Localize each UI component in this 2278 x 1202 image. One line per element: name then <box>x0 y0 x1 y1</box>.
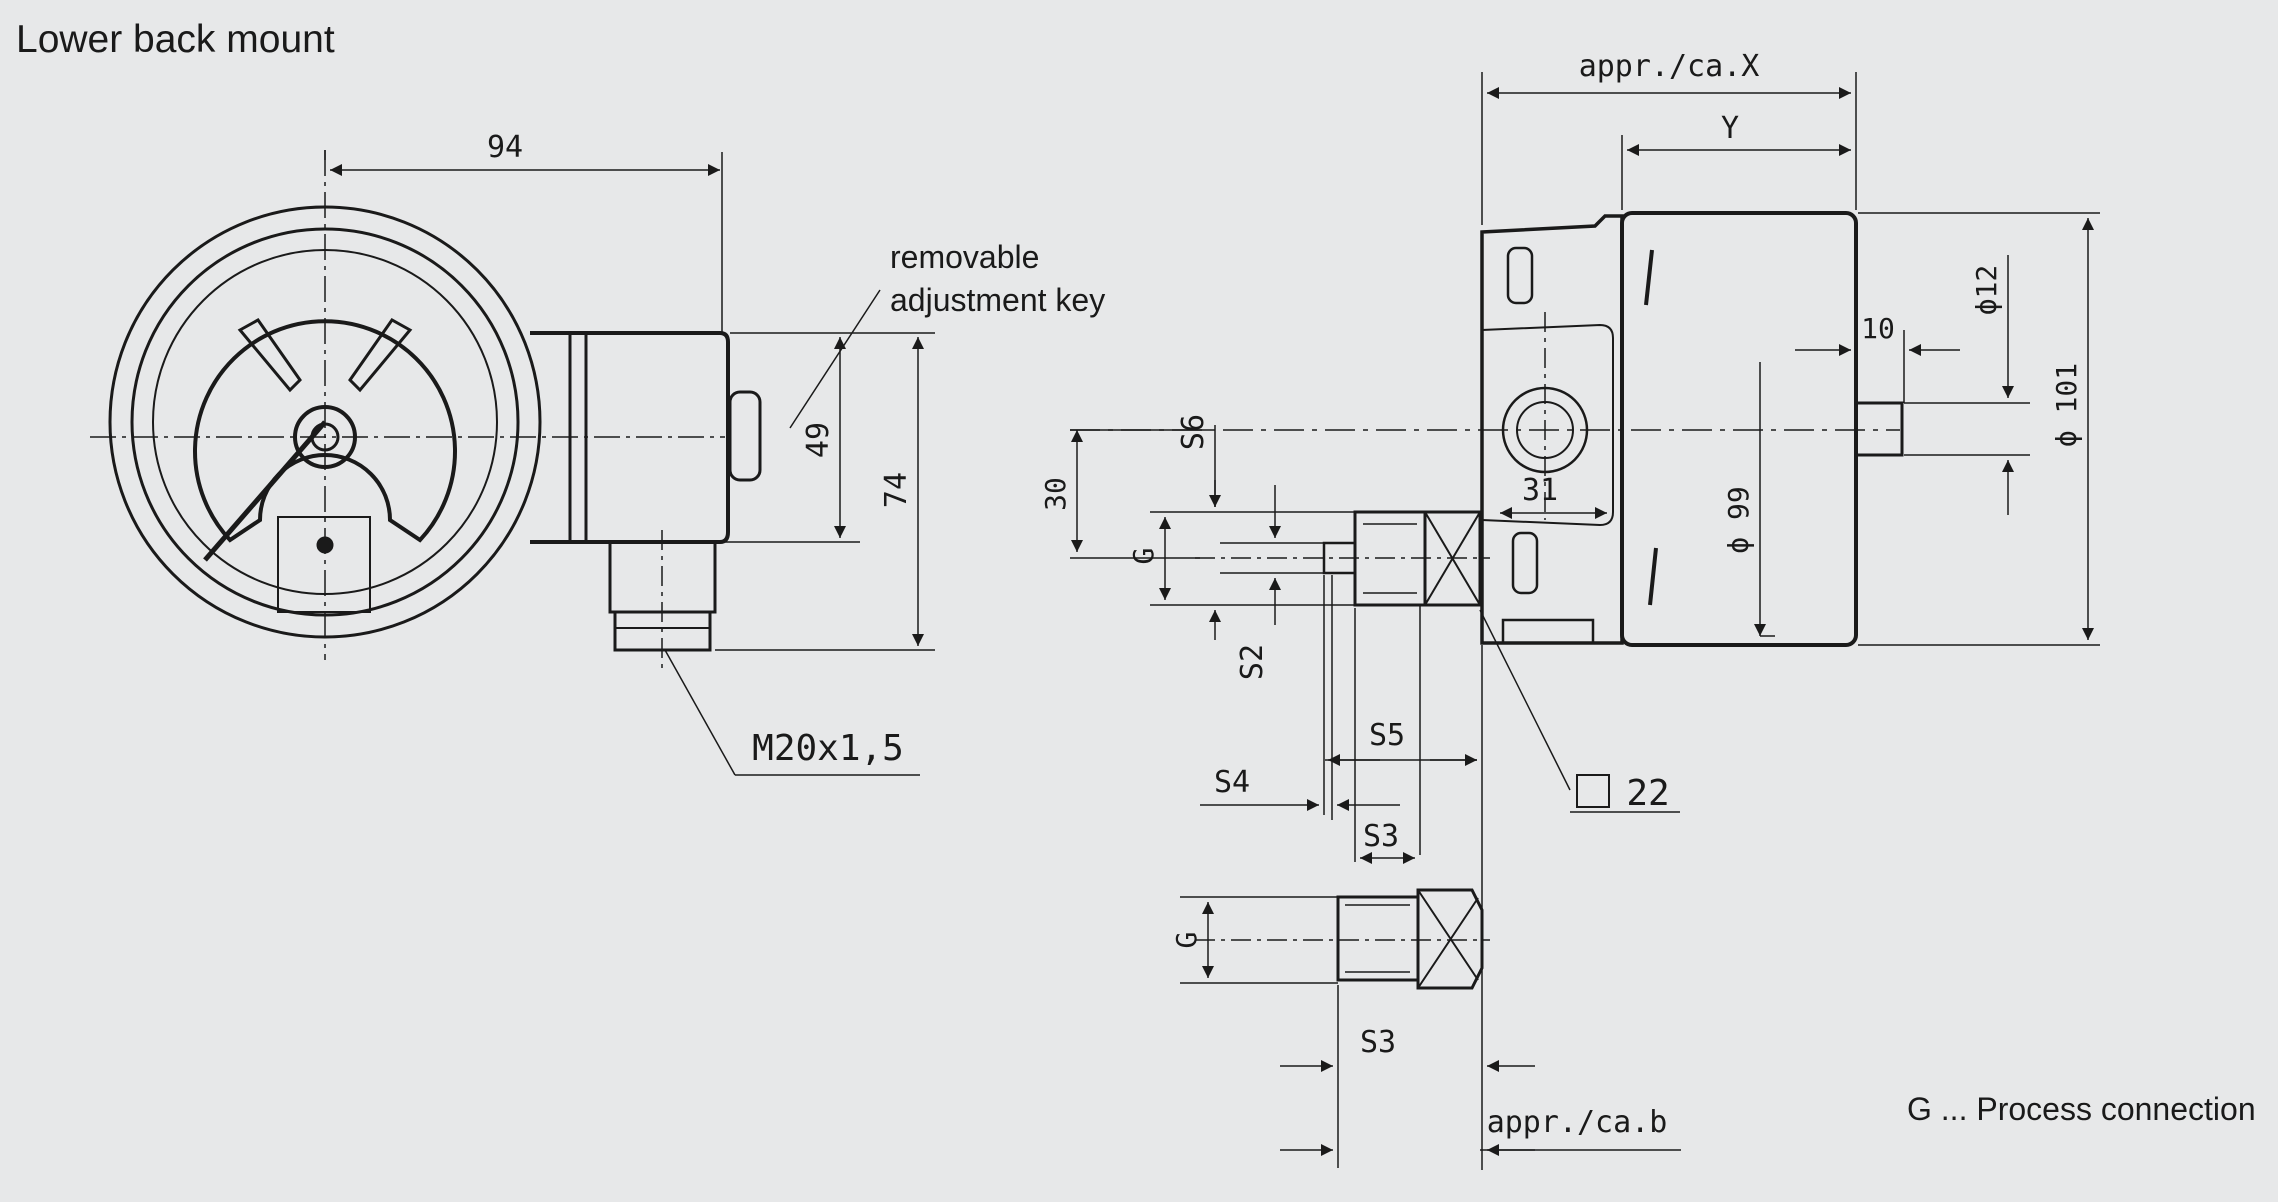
dim-74-label: 74 <box>879 472 914 508</box>
dim-S4-label: S4 <box>1214 765 1250 800</box>
dial-scale-arc <box>193 319 457 543</box>
contact-housing-side <box>1480 214 1624 645</box>
dim-Y-label: Y <box>1721 111 1739 146</box>
dim-99-label: ϕ 99 <box>1722 486 1755 553</box>
pointer <box>203 420 327 562</box>
side-view <box>1070 211 1904 990</box>
thread-label: M20x1,5 <box>752 728 904 769</box>
alt-thread <box>1336 895 1420 982</box>
square-22-label: 22 <box>1626 773 1669 814</box>
dim-S3-label: S3 <box>1363 819 1399 854</box>
adjustment-key-note-line1: removable <box>890 239 1040 275</box>
dim-S6-label: S6 <box>1176 414 1211 450</box>
square-symbol <box>1576 774 1610 808</box>
gauge-case <box>1620 211 1858 647</box>
dim-101-label: ϕ 101 <box>2050 363 2083 447</box>
alt-hex-cross-b <box>1417 897 1479 989</box>
side-slot-bottom <box>1511 531 1539 595</box>
dim-12-label: ϕ12 <box>1970 265 2003 316</box>
vent-plug <box>1854 401 1904 457</box>
alt-hex-cross-a <box>1417 889 1479 981</box>
dim-30-label: 30 <box>1039 477 1072 511</box>
page-title: Lower back mount <box>16 18 335 61</box>
dim-31-label: 31 <box>1522 473 1558 508</box>
side-inner-plate <box>1481 323 1614 527</box>
dim-10-label: 10 <box>1861 312 1895 345</box>
dim-S3b-label: S3 <box>1360 1025 1396 1060</box>
front-dim-labels: 94 49 74 M20x1,5 <box>487 130 914 769</box>
contact-arm-left <box>237 318 302 393</box>
dim-S5-label: S5 <box>1369 718 1405 753</box>
case-mark-bottom <box>1648 547 1658 606</box>
dim-49-label: 49 <box>801 422 836 458</box>
front-view <box>90 150 762 670</box>
front-dimensions <box>324 150 935 776</box>
dim-S2-label: S2 <box>1235 644 1270 680</box>
adjustment-key-note: removable adjustment key <box>890 236 1105 322</box>
dim-94-label: 94 <box>487 130 523 165</box>
side-dimensions <box>1070 72 2100 1170</box>
side-slot-top <box>1506 246 1534 305</box>
dim-G-label: G <box>1127 548 1160 565</box>
adjustment-key-note-line2: adjustment key <box>890 282 1106 318</box>
dim-b-label: appr./ca.b <box>1487 1105 1668 1140</box>
contact-arm-right <box>348 318 413 393</box>
side-dim-labels: appr./ca.X Y 10 ϕ12 ϕ 101 ϕ 99 31 S6 30 … <box>1039 49 2083 1140</box>
dim-X-label: appr./ca.X <box>1579 49 1760 84</box>
adjustment-key <box>728 390 762 482</box>
key-leader <box>789 289 881 429</box>
case-mark-top <box>1644 249 1654 306</box>
sq22-leader <box>1479 609 1571 791</box>
process-connection-legend: G ... Process connection <box>1907 1091 2256 1127</box>
dim-G2-label: G <box>1170 932 1203 949</box>
side-hex-nut <box>1501 618 1595 645</box>
thread-leader <box>664 649 736 776</box>
dial-window <box>277 516 371 613</box>
